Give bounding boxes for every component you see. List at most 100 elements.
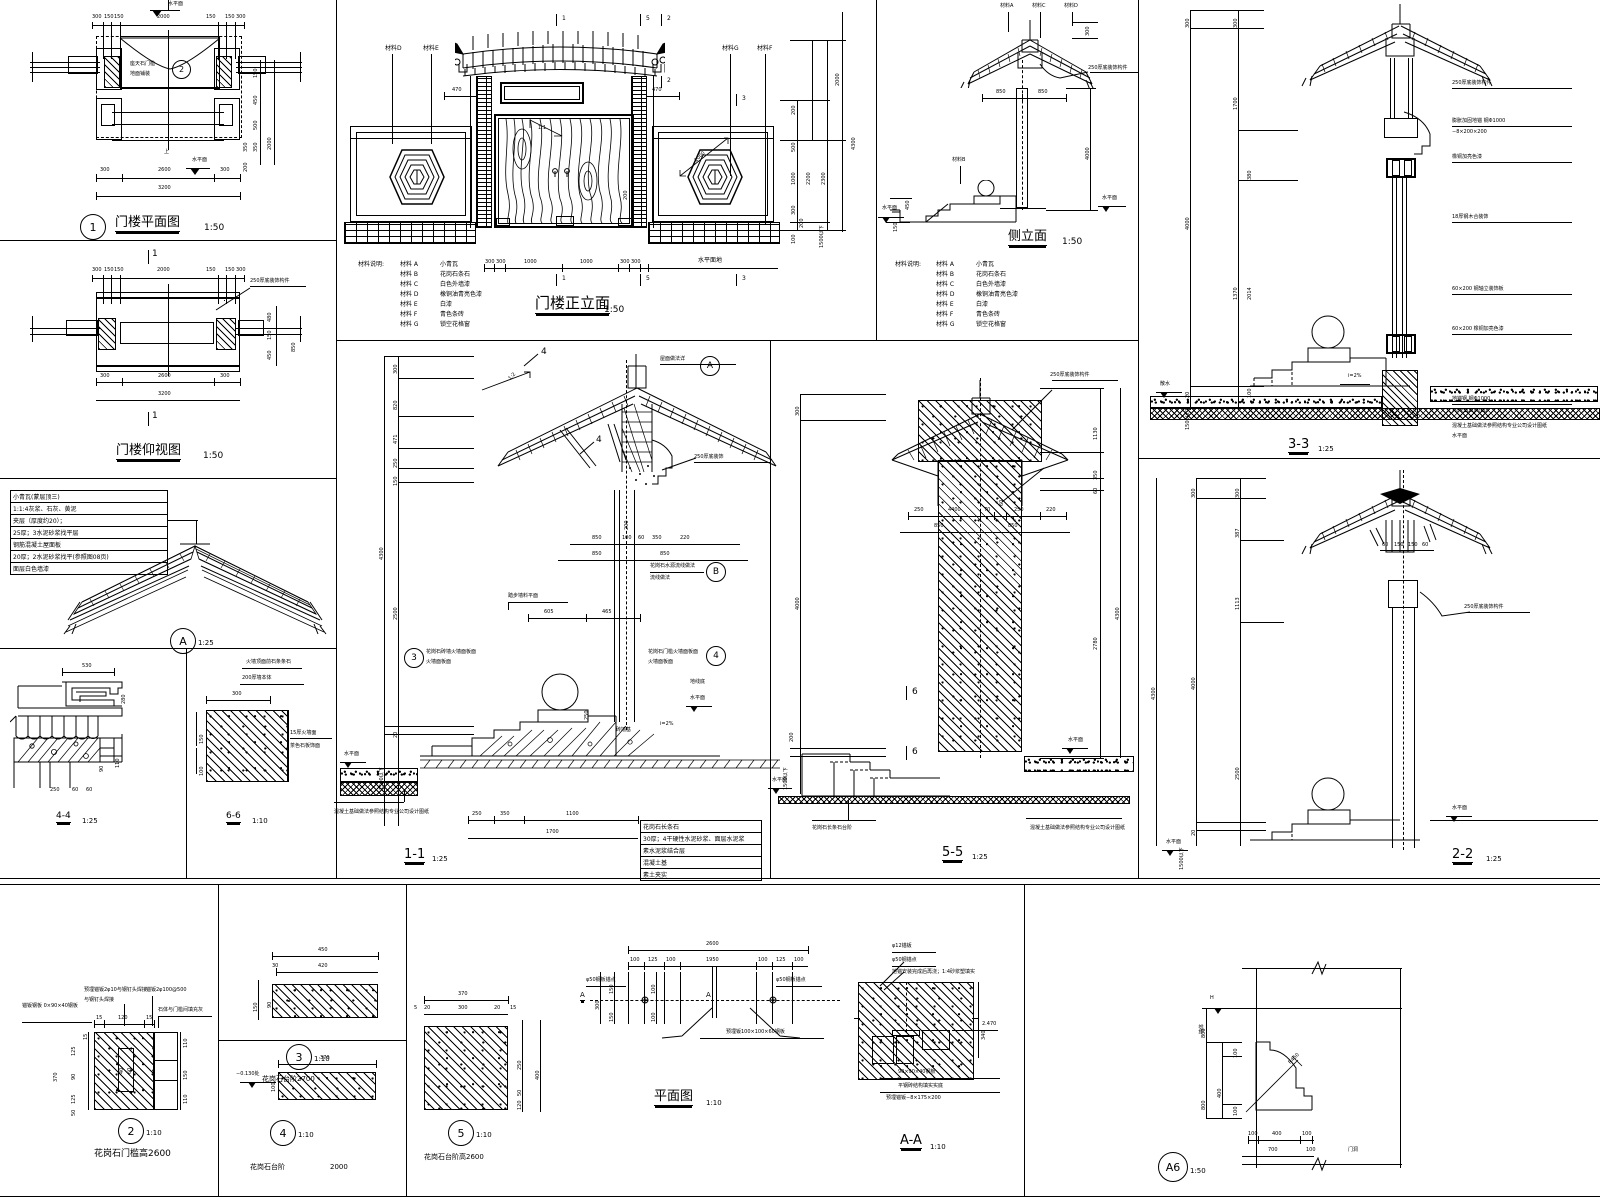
buildup-row: 混凝土基 — [640, 856, 762, 869]
dim-label: 15 — [510, 1005, 517, 1011]
dim-label: 350 — [1093, 470, 1099, 480]
dim-label: 370 — [53, 1072, 59, 1082]
level-label: −0.130处 — [236, 1071, 260, 1077]
material-desc: 锁空花格窗 — [440, 321, 471, 328]
tag-label: 1 — [89, 220, 97, 234]
sec11-buildup-table: 花岗石长条石 30厚；4干硬性水泥砂浆、面层水泥浆 素水泥浆结合层 混凝土基 素… — [640, 820, 762, 881]
det4-tag-bubble[interactable]: 4 — [270, 1120, 296, 1146]
dim-label: 250 — [472, 811, 482, 817]
det3-tag-bubble[interactable] — [288, 1000, 290, 1002]
section-mark-6-top: 6 — [912, 687, 918, 697]
dim-label: 4000 — [1085, 147, 1091, 160]
leader-label: φ50钢板锚点 — [776, 977, 806, 983]
dim-label: 387 — [1235, 528, 1241, 538]
sec33-base-fitting — [1386, 334, 1416, 354]
dim-label: 500 — [253, 120, 259, 130]
section-mark-1-bottom: 1 — [152, 411, 158, 421]
ground-level-label: 水平面 — [168, 1, 184, 7]
frame-line — [876, 0, 877, 340]
dim-label: 2600 — [158, 373, 171, 379]
dim-label: 300 — [1235, 488, 1241, 498]
detail-bubble-3[interactable]: 3 — [404, 648, 424, 668]
elevation-pier-right — [631, 76, 647, 228]
dim-label: 100 — [1306, 1147, 1316, 1153]
leader-label: 250厚底装饰构件 — [1088, 65, 1128, 71]
tag-label: A6 — [1165, 1160, 1181, 1174]
dim-label: 200 — [799, 218, 805, 228]
dim-label: 2000 — [157, 14, 170, 20]
notes-row: 1:1:4灰浆、石灰、黄泥 — [10, 502, 168, 515]
dim-label: 120 — [118, 1015, 128, 1021]
section-mark-6-bottom: 6 — [912, 747, 918, 757]
leader-label: 200厚墙本体 — [242, 675, 272, 681]
dim-label: 100 — [791, 234, 797, 244]
dim-label: 300 — [631, 259, 641, 265]
dim-label: 50 — [517, 1089, 523, 1096]
det5-tag-bubble[interactable]: 5 — [448, 1120, 474, 1146]
dim-label: 850 — [996, 89, 1006, 95]
dim-label: 2200 — [806, 172, 812, 185]
detail-bubble-2[interactable]: 2 — [172, 60, 191, 79]
leader-label: 250厚底装饰 — [694, 454, 724, 460]
frame-line — [0, 1196, 1600, 1197]
det2-tag-bubble[interactable]: 2 — [118, 1118, 144, 1144]
dim-470-left: 470 — [452, 87, 462, 93]
frame-line — [0, 878, 1600, 879]
notes-row: 夹层（厚度约20）； — [10, 514, 168, 527]
dim-label: 250 — [1014, 507, 1024, 513]
buildup-row: 素土夹实 — [640, 868, 762, 881]
detail-bubble-B[interactable]: B — [706, 562, 726, 582]
frame-line — [0, 648, 336, 649]
dim-label: 300 — [620, 259, 630, 265]
detail-bubble-4[interactable]: 4 — [706, 646, 726, 666]
det3-tag-bubble-real[interactable]: 3 — [286, 1044, 312, 1070]
sec22-steps — [1250, 777, 1420, 841]
dim-label: 2300 — [821, 172, 827, 185]
backview-title: 门楼仰视图 — [116, 443, 182, 460]
dim-label: 20 — [1191, 829, 1197, 836]
material-code: 材料 B — [400, 271, 419, 278]
ground-level-label: 水平面 — [1452, 805, 1468, 811]
elevation-plinth-right — [648, 222, 780, 244]
section-mark: 2 — [667, 77, 671, 84]
material-desc: 白色外墙漆 — [440, 281, 471, 288]
dim-label: 4300 — [379, 547, 385, 560]
elevation-wall-left — [350, 126, 472, 222]
plan-tag-bubble[interactable]: 1 — [80, 214, 106, 240]
elevation-roof — [455, 31, 665, 77]
leader-label: φ12锚钣 — [892, 943, 912, 949]
frame-line — [336, 0, 337, 878]
material-desc: 锁空花格窗 — [976, 321, 1007, 328]
dim-label: 1370 — [1233, 287, 1239, 300]
det4-caption: 花岗石台阶 — [250, 1163, 285, 1171]
leader-label: 60×200 橡铜加亮色漆 — [1452, 326, 1504, 332]
material-code: 材料 E — [400, 301, 418, 308]
dim-label: 90 — [71, 1073, 77, 1080]
dim-label-total: 3200 — [158, 391, 171, 397]
dim-label: 400 — [1217, 1088, 1223, 1098]
dim-label: 300 — [236, 14, 246, 20]
dim-label: 150 — [393, 476, 399, 486]
sec33-scale: 1:25 — [1318, 445, 1334, 453]
notes-row: 面层白色墙漆 — [10, 562, 168, 575]
material-code: 材料 A — [400, 261, 419, 268]
side-title: 侧立面 — [1008, 229, 1048, 246]
detail-bubble-A[interactable]: A — [170, 628, 196, 654]
plan-title: 门楼平面图 — [115, 215, 181, 232]
notes-table: 小青瓦(蒙层顶三) 1:1:4灰浆、石灰、黄泥 夹层（厚度约20）； 25厚；3… — [10, 490, 168, 575]
leader-label: 膨胀加固地锚 钢Φ1000 — [1452, 118, 1506, 124]
dim-label: 50 — [71, 1109, 77, 1116]
dim-label: 250 — [517, 1060, 523, 1070]
ground-level-label: 散水 — [1160, 381, 1171, 387]
leader-label: 250厚底装饰构件 — [1464, 604, 1504, 610]
elevation-scale: 1:50 — [604, 305, 625, 315]
dim-label: 100 — [1248, 1131, 1258, 1137]
detail-bubble-A[interactable]: A — [700, 356, 720, 376]
detA6-tag-bubble[interactable]: A6 — [1158, 1152, 1188, 1182]
frame-line — [770, 340, 771, 878]
detAA-plate — [892, 1030, 920, 1036]
leader-label: 混凝土基础做法参照结构专业公司设计图纸 — [1030, 825, 1126, 831]
side-material-callout: 材料B — [952, 157, 966, 163]
section-mark: 4 — [596, 435, 602, 445]
sec11-tag: 1-1 — [404, 847, 426, 863]
